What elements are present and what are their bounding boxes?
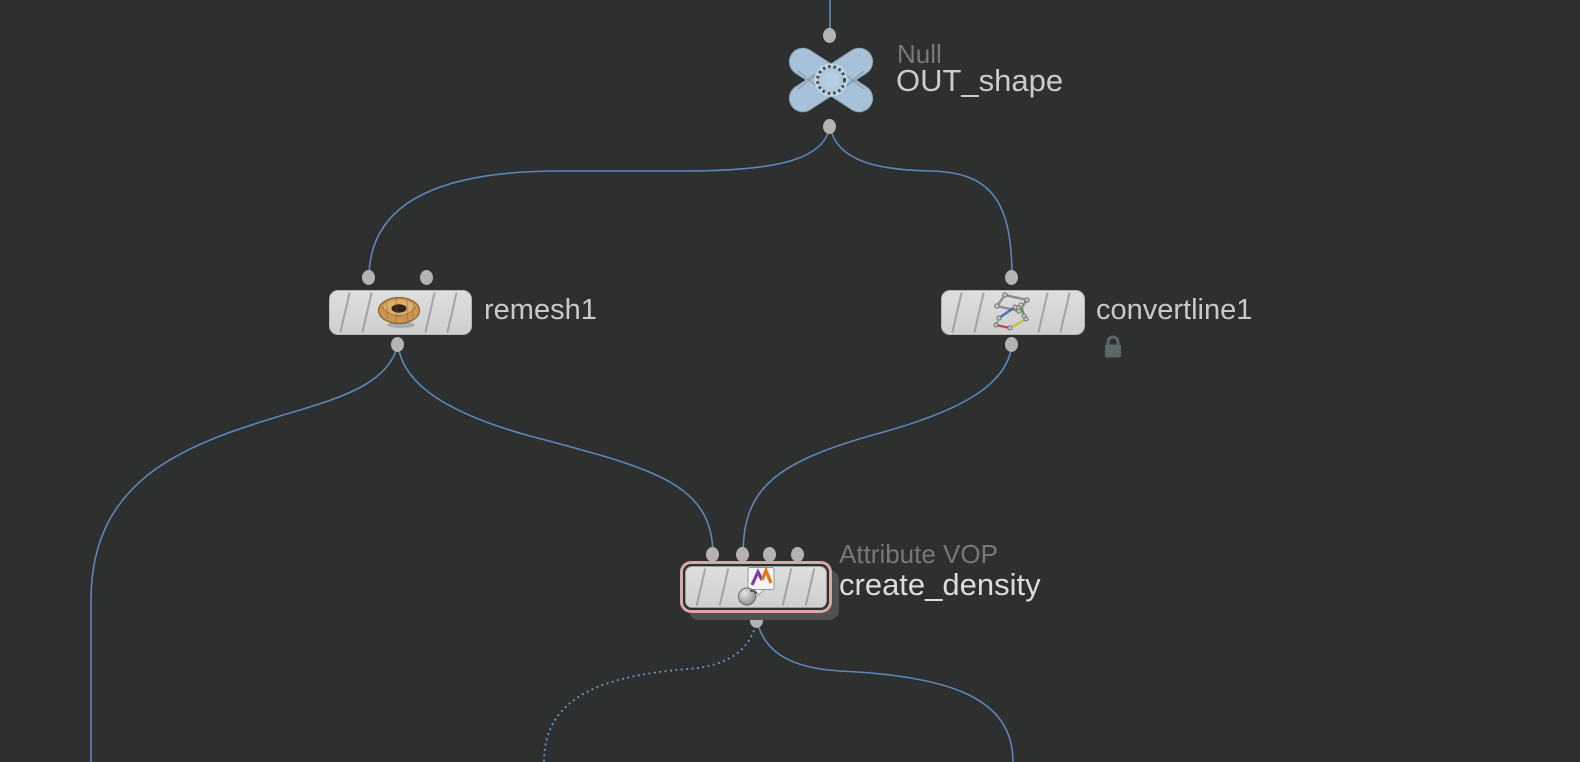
create-density-input-port-2[interactable] (736, 547, 749, 562)
torus-donut-icon (378, 297, 420, 328)
create-density-input-port-4[interactable] (791, 547, 804, 562)
hatch-line (804, 568, 816, 606)
wire-remesh1-to-offscreen-left[interactable] (90, 343, 399, 762)
remesh1-input-port-2[interactable] (420, 270, 433, 285)
convertline1-input-port[interactable] (1005, 270, 1018, 285)
out-shape-name-label[interactable]: OUT_shape (896, 63, 1064, 98)
out-shape-output-port[interactable] (823, 119, 836, 134)
wireframe-quads-icon (993, 292, 1030, 331)
remesh1-name-label[interactable]: remesh1 (484, 294, 597, 326)
wire-create-density-dotted-offscreen[interactable] (543, 619, 758, 762)
wire-out-shape-to-remesh1[interactable] (368, 125, 831, 279)
remesh1-input-port-1[interactable] (362, 270, 375, 285)
create-density-input-port-1[interactable] (706, 547, 719, 562)
node-out-shape null-cross-icon[interactable] (781, 41, 881, 119)
create-density-output-port[interactable] (750, 613, 763, 628)
create-density-name-label[interactable]: create_density (839, 567, 1041, 602)
lock-icon (1105, 335, 1121, 358)
hatch-line (695, 568, 707, 606)
hatch-line (424, 292, 436, 333)
vop-network-icon (738, 566, 775, 606)
hatch-line (973, 292, 985, 333)
hatch-line (781, 568, 793, 606)
out-shape-type-label: Null (897, 39, 942, 69)
convertline1-name-label[interactable]: convertline1 (1096, 294, 1253, 326)
hatch-line (339, 292, 351, 333)
out-shape-input-port[interactable] (823, 28, 836, 43)
hatch-line (1037, 292, 1049, 333)
hatch-line (951, 292, 963, 333)
hatch-line (1059, 292, 1071, 333)
hatch-line (361, 292, 373, 333)
wire-create-density-to-offscreen-bottom[interactable] (756, 619, 1014, 762)
wire-remesh1-to-create-density[interactable] (397, 343, 714, 556)
wire-out-shape-to-convertline1[interactable] (829, 125, 1013, 279)
hatch-line (718, 568, 730, 606)
convertline1-output-port[interactable] (1005, 337, 1018, 352)
remesh1-output-port[interactable] (391, 337, 404, 352)
wire-convertline1-to-create-density[interactable] (742, 343, 1013, 556)
create-density-input-port-3[interactable] (763, 547, 776, 562)
create-density-type-label: Attribute VOP (839, 539, 998, 569)
hatch-line (446, 292, 458, 333)
